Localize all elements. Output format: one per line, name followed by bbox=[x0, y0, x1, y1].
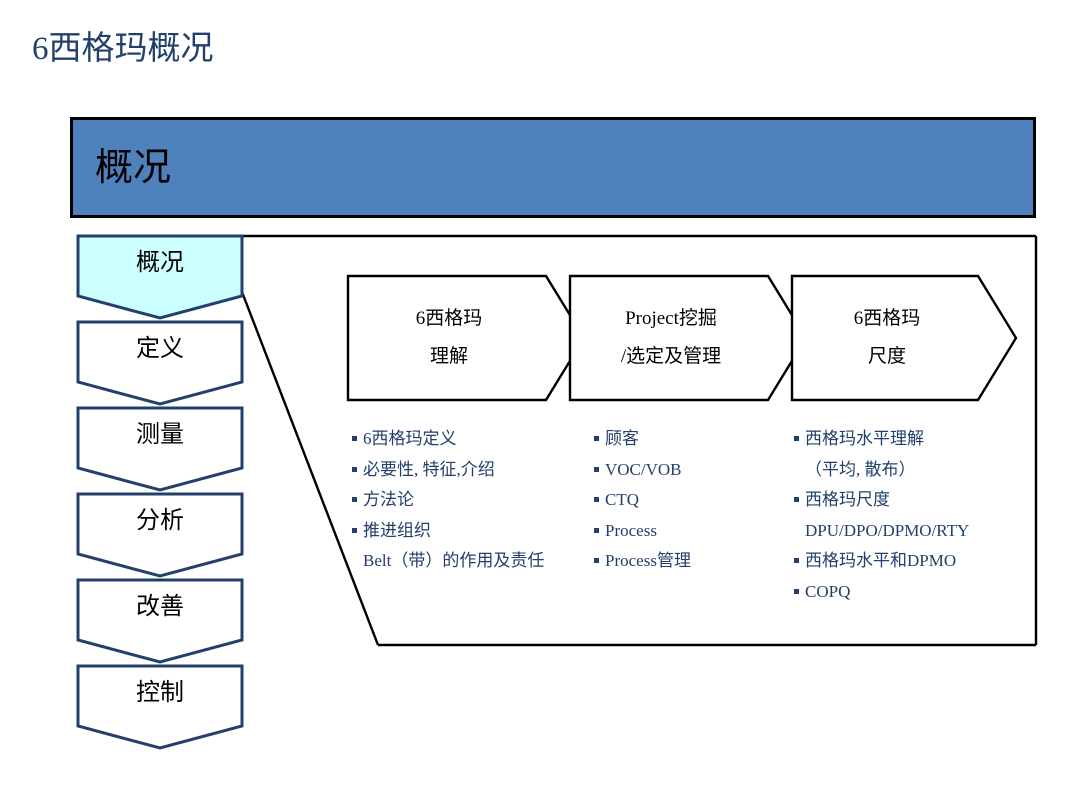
list-item-label: 6西格玛定义 bbox=[363, 429, 457, 448]
section-banner-label: 概况 bbox=[95, 147, 172, 189]
pentagon-shape bbox=[76, 320, 244, 406]
list-item-continuation: DPU/DPO/DPMO/RTY bbox=[805, 520, 970, 540]
pentagon-shape bbox=[76, 406, 244, 492]
process-arrow-row: 6西格玛 理解 Project挖掘 /选定及管理 6西格玛 尺度 bbox=[346, 274, 1018, 402]
list-item-label: 方法论 bbox=[363, 490, 414, 509]
list-item-label: CTQ bbox=[605, 490, 639, 509]
pentagon-shape bbox=[76, 234, 244, 320]
square-bullet-icon bbox=[794, 588, 799, 594]
list-item-continuation: （平均, 散布） bbox=[805, 459, 916, 479]
list-item: 西格玛尺度 bbox=[794, 485, 1024, 516]
content-callout-panel bbox=[232, 228, 1044, 652]
bullet-column-2: 顾客 VOC/VOB CTQ Process Process管理 bbox=[594, 424, 794, 577]
list-item: 推进组织 bbox=[352, 516, 584, 547]
pentagon-shape bbox=[76, 492, 244, 578]
square-bullet-icon bbox=[594, 436, 599, 441]
phase-item-improve[interactable]: 改善 bbox=[76, 578, 244, 664]
pentagon-shape bbox=[76, 578, 244, 664]
list-item-continuation: Belt（带）的作用及责任 bbox=[363, 551, 545, 570]
arrow-shape bbox=[790, 274, 1018, 402]
bullet-column-1: 6西格玛定义 必要性, 特征,介绍 方法论 推进组织 Belt（带）的作用及责任 bbox=[352, 424, 584, 577]
list-item-label: 推进组织 bbox=[363, 520, 431, 540]
list-item-label: VOC/VOB bbox=[605, 459, 682, 479]
process-step-3[interactable]: 6西格玛 尺度 bbox=[790, 274, 1018, 402]
square-bullet-icon bbox=[594, 466, 599, 472]
list-item: 西格玛水平理解 bbox=[794, 424, 1024, 455]
phase-item-measure[interactable]: 测量 bbox=[76, 406, 244, 492]
callout-outline bbox=[240, 234, 1038, 647]
square-bullet-icon bbox=[794, 558, 799, 563]
square-bullet-icon bbox=[594, 527, 599, 533]
arrow-shape bbox=[568, 274, 808, 402]
phase-item-analyze[interactable]: 分析 bbox=[76, 492, 244, 578]
phase-item-control[interactable]: 控制 bbox=[76, 664, 244, 750]
process-step-2[interactable]: Project挖掘 /选定及管理 bbox=[568, 274, 808, 402]
square-bullet-icon bbox=[594, 558, 599, 563]
list-item-label: 必要性, 特征,介绍 bbox=[363, 459, 495, 479]
list-item: 西格玛水平和DPMO bbox=[794, 546, 1024, 577]
arrow-shape bbox=[346, 274, 586, 402]
list-item: 6西格玛定义 bbox=[352, 424, 584, 455]
list-item-label: Process bbox=[605, 520, 657, 540]
list-item-label: Process管理 bbox=[605, 551, 691, 570]
square-bullet-icon bbox=[594, 497, 599, 502]
list-item: 顾客 bbox=[594, 424, 794, 455]
square-bullet-icon bbox=[794, 497, 799, 502]
list-item: 方法论 bbox=[352, 485, 584, 516]
list-item-label: 西格玛尺度 bbox=[805, 490, 890, 509]
process-step-1[interactable]: 6西格玛 理解 bbox=[346, 274, 586, 402]
list-item-label: COPQ bbox=[805, 581, 851, 601]
phase-item-define[interactable]: 定义 bbox=[76, 320, 244, 406]
section-banner: 概况 bbox=[70, 117, 1036, 218]
list-item: 必要性, 特征,介绍 bbox=[352, 455, 584, 486]
square-bullet-icon bbox=[352, 497, 357, 502]
page-title: 6西格玛概况 bbox=[32, 31, 214, 67]
phase-rail: 概况 定义 测量 分析 改善 控制 bbox=[76, 234, 244, 750]
list-item: VOC/VOB bbox=[594, 455, 794, 486]
square-bullet-icon bbox=[352, 527, 357, 533]
list-item: Process管理 bbox=[594, 546, 794, 577]
square-bullet-icon bbox=[352, 466, 357, 472]
list-item-label: 西格玛水平和DPMO bbox=[805, 551, 957, 570]
list-item-label: 西格玛水平理解 bbox=[805, 429, 924, 448]
list-item: CTQ bbox=[594, 485, 794, 516]
square-bullet-icon bbox=[794, 436, 799, 441]
square-bullet-icon bbox=[352, 436, 357, 441]
bullet-column-3: 西格玛水平理解 （平均, 散布） 西格玛尺度 DPU/DPO/DPMO/RTY … bbox=[794, 424, 1024, 607]
list-item-label: 顾客 bbox=[605, 429, 639, 448]
list-item: COPQ bbox=[794, 577, 1024, 608]
phase-item-overview[interactable]: 概况 bbox=[76, 234, 244, 320]
pentagon-shape bbox=[76, 664, 244, 750]
list-item: Process bbox=[594, 516, 794, 547]
